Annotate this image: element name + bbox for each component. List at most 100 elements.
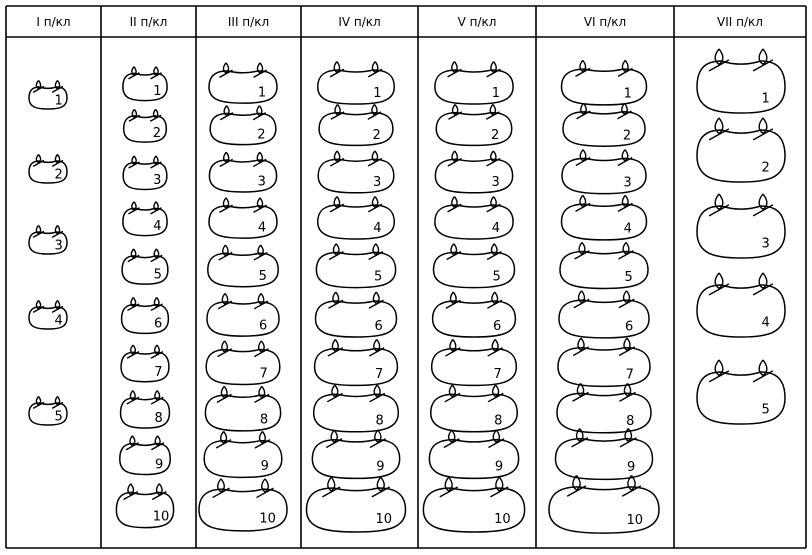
segment-outline: [28, 86, 68, 110]
segment-item: 2: [122, 108, 168, 143]
segment-item: 4: [208, 197, 278, 239]
segment-outline: [316, 69, 396, 105]
suture-icon: [487, 339, 503, 357]
segment-outline: [422, 487, 526, 533]
segment-number: 10: [627, 513, 644, 528]
segment-outline: [435, 111, 513, 147]
suture-icon: [253, 197, 267, 214]
suture-icon: [329, 61, 345, 78]
segment-item: 5: [315, 243, 397, 289]
suture-icon: [486, 243, 502, 261]
suture-icon: [369, 429, 387, 449]
segment-outline: [121, 255, 169, 285]
segment-item: 6: [206, 293, 280, 337]
segment-number: 5: [259, 269, 267, 284]
suture-icon: [253, 62, 267, 79]
segment-number: 4: [492, 221, 500, 236]
segment-number: 8: [494, 413, 502, 428]
segment-number: 3: [623, 176, 631, 191]
segment-number: 9: [261, 459, 269, 474]
segment-number: 6: [493, 319, 501, 334]
segment-number: 1: [761, 92, 769, 107]
suture-icon: [51, 299, 64, 314]
segment-outline: [434, 158, 514, 194]
segment-outline: [208, 159, 278, 193]
segment-item: 8: [430, 384, 518, 433]
segment-outline: [431, 300, 517, 338]
suture-icon: [368, 291, 384, 309]
segment-number: 6: [625, 319, 633, 334]
segment-outline: [317, 158, 395, 194]
suture-icon: [150, 344, 164, 359]
segment-outline: [318, 111, 394, 147]
suture-icon: [51, 79, 64, 94]
segment-number: 1: [153, 84, 161, 99]
suture-icon: [150, 297, 163, 312]
suture-icon: [708, 272, 730, 296]
segment-item: 10: [548, 475, 660, 534]
suture-icon: [448, 104, 463, 120]
suture-icon: [367, 61, 383, 78]
column-header: IV п/кл: [338, 15, 380, 29]
segment-item: 7: [313, 339, 399, 387]
segment-number: 4: [373, 221, 381, 236]
suture-icon: [150, 66, 162, 80]
suture-icon: [256, 478, 274, 499]
segment-number: 7: [494, 367, 502, 382]
column-header: III п/кл: [228, 15, 269, 29]
segment-number: 10: [375, 512, 392, 527]
segment-item: 9: [203, 431, 283, 479]
suture-icon: [617, 102, 632, 120]
suture-icon: [215, 431, 232, 449]
suture-icon: [444, 384, 461, 403]
segment-number: 3: [54, 239, 62, 254]
table-grid: [5, 5, 807, 549]
segment-number: 8: [155, 411, 163, 426]
segment-number: 9: [495, 460, 503, 475]
segment-number: 7: [259, 366, 267, 381]
suture-icon: [329, 150, 345, 167]
segment-item: 7: [557, 337, 651, 388]
suture-icon: [219, 197, 233, 214]
segment-item: 9: [119, 435, 171, 476]
segment-number: 2: [761, 161, 769, 176]
suture-icon: [126, 390, 140, 405]
suture-icon: [217, 293, 233, 310]
suture-icon: [219, 62, 233, 79]
segment-outline: [120, 351, 170, 383]
segment-number: 3: [761, 237, 769, 252]
suture-icon: [447, 196, 462, 213]
suture-icon: [253, 293, 269, 310]
segment-outline: [560, 203, 648, 241]
segment-item: 2: [28, 153, 68, 184]
segment-number: 3: [153, 173, 161, 188]
suture-icon: [150, 248, 163, 263]
suture-icon: [51, 153, 64, 168]
suture-icon: [32, 299, 45, 314]
segment-outline: [696, 60, 786, 114]
segment-item: 7: [120, 344, 170, 383]
suture-icon: [752, 272, 774, 296]
segment-outline: [434, 69, 514, 105]
segment-outline: [430, 393, 518, 433]
segment-item: 10: [198, 478, 288, 532]
suture-icon: [486, 61, 501, 78]
segment-number: 7: [375, 367, 383, 382]
segment-outline: [561, 157, 647, 195]
segment-outline: [696, 371, 786, 425]
suture-icon: [368, 339, 385, 357]
segment-number: 2: [491, 128, 499, 143]
segment-outline: [122, 161, 168, 191]
segment-item: 2: [209, 105, 277, 146]
segment-outline: [207, 252, 279, 288]
suture-icon: [439, 476, 458, 498]
suture-icon: [617, 149, 633, 167]
suture-icon: [32, 79, 45, 94]
column-header: VII п/кл: [717, 15, 763, 29]
suture-icon: [617, 59, 633, 77]
segment-item: 1: [696, 48, 786, 114]
segment-number: 4: [761, 316, 769, 331]
segment-outline: [432, 251, 516, 289]
segment-outline: [560, 68, 648, 106]
segment-number: 2: [153, 126, 161, 141]
